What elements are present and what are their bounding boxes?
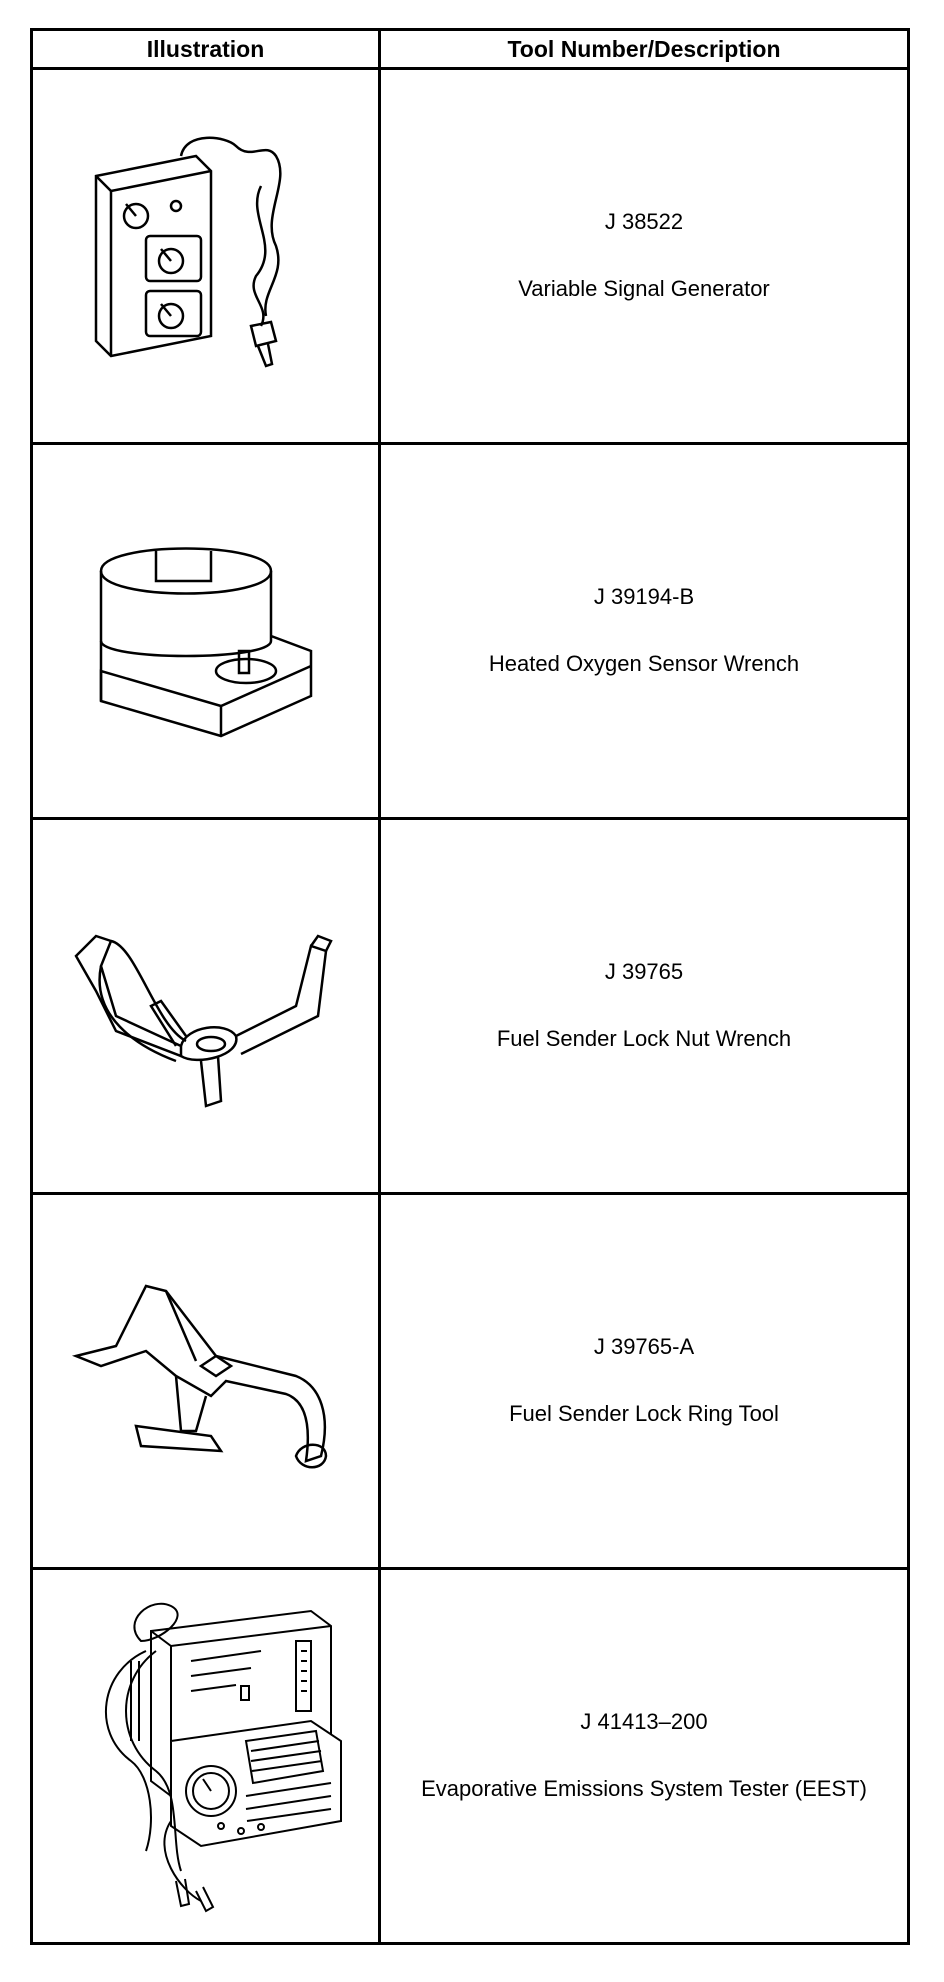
- lock-ring-tool-icon: [56, 1266, 356, 1496]
- tool-table: Illustration Tool Number/Description: [30, 28, 910, 1945]
- tool-number: J 38522: [604, 209, 684, 235]
- tool-number: J 39194-B: [593, 584, 695, 610]
- illustration-header: Illustration: [30, 28, 381, 70]
- lock-nut-wrench-icon: [56, 896, 356, 1116]
- illustration-cell: [30, 817, 381, 1195]
- tool-cell: J 38522 Variable Signal Generator: [378, 67, 910, 445]
- table-header-row: Illustration Tool Number/Description: [30, 28, 910, 70]
- tool-description: Variable Signal Generator: [518, 276, 770, 301]
- tool-cell: J 39765 Fuel Sender Lock Nut Wrench: [378, 817, 910, 1195]
- tool-cell: J 39194-B Heated Oxygen Sensor Wrench: [378, 442, 910, 820]
- illustration-cell: [30, 1192, 381, 1570]
- table-row: J 38522 Variable Signal Generator: [30, 67, 910, 445]
- table-row: J 41413–200 Evaporative Emissions System…: [30, 1567, 910, 1945]
- illustration-cell: [30, 1567, 381, 1945]
- illustration-cell: [30, 67, 381, 445]
- evap-tester-icon: [61, 1591, 351, 1921]
- tool-description: Fuel Sender Lock Nut Wrench: [496, 1026, 792, 1051]
- tool-description: Evaporative Emissions System Tester (EES…: [421, 1776, 867, 1801]
- table-row: J 39765 Fuel Sender Lock Nut Wrench: [30, 817, 910, 1195]
- tool-number: J 39765: [604, 959, 684, 985]
- table-row: J 39765-A Fuel Sender Lock Ring Tool: [30, 1192, 910, 1570]
- variable-signal-generator-icon: [76, 126, 336, 386]
- tool-cell: J 39765-A Fuel Sender Lock Ring Tool: [378, 1192, 910, 1570]
- tool-header: Tool Number/Description: [378, 28, 910, 70]
- tool-description: Heated Oxygen Sensor Wrench: [488, 651, 800, 676]
- table-row: J 39194-B Heated Oxygen Sensor Wrench: [30, 442, 910, 820]
- tool-number: J 39765-A: [593, 1334, 695, 1360]
- tool-number: J 41413–200: [580, 1709, 708, 1735]
- illustration-cell: [30, 442, 381, 820]
- tool-description: Fuel Sender Lock Ring Tool: [509, 1401, 779, 1426]
- oxygen-sensor-wrench-icon: [71, 511, 341, 751]
- tool-cell: J 41413–200 Evaporative Emissions System…: [378, 1567, 910, 1945]
